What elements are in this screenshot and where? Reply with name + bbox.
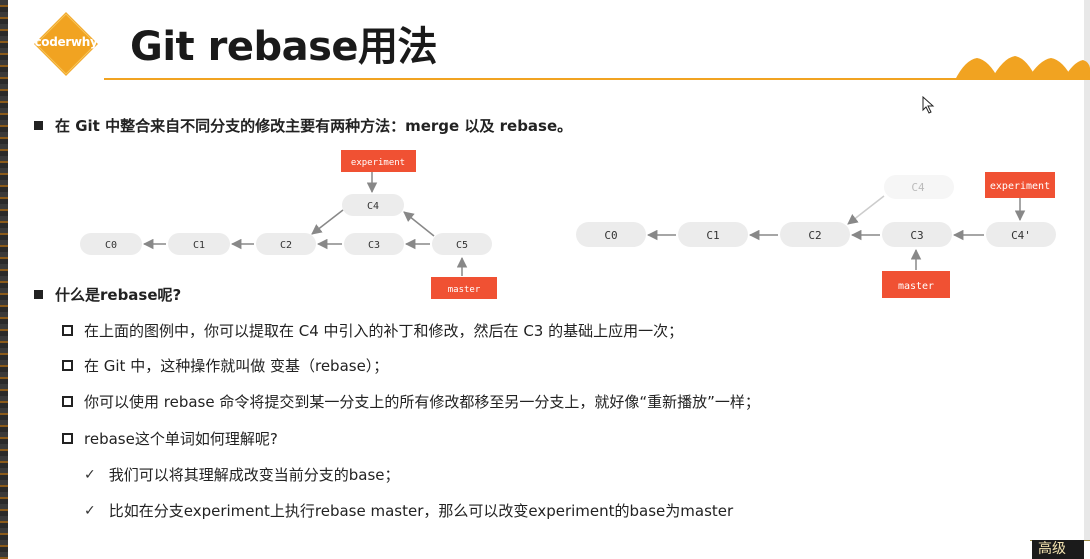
commit-c2 <box>256 233 316 255</box>
commit-c1 <box>678 222 748 247</box>
logo-text: coderwhy <box>34 35 98 49</box>
commit-label: C4' <box>1011 229 1031 242</box>
hollow-square-icon <box>62 360 73 371</box>
branch-label-text: master <box>898 281 934 292</box>
commit-label: C1 <box>193 240 205 251</box>
sub-bullet-text: 在上面的图例中，你可以提取在 C4 中引入的补丁和修改，然后在 C3 的基础上应… <box>84 322 684 340</box>
branch-label-text: experiment <box>351 158 405 168</box>
commit-c4 <box>342 194 404 216</box>
commit-label: C2 <box>808 229 821 242</box>
left-diagram: C0 C1 C2 C3 C4 C5 experiment master <box>80 150 497 299</box>
right-window-edge <box>1084 0 1090 540</box>
intro-text: 在 Git 中整合来自不同分支的修改主要有两种方法：merge 以及 rebas… <box>55 117 573 135</box>
commit-label: C1 <box>706 229 719 242</box>
branch-label-experiment <box>985 172 1055 198</box>
commit-label: C5 <box>456 240 468 251</box>
branch-label-master <box>431 277 497 299</box>
sub-bullet: 在上面的图例中，你可以提取在 C4 中引入的补丁和修改，然后在 C3 的基础上应… <box>62 320 683 341</box>
sub-bullet: 你可以使用 rebase 命令将提交到某一分支上的所有修改都移至另一分支上，就好… <box>62 391 760 412</box>
hollow-square-icon <box>62 325 73 336</box>
hollow-square-icon <box>62 396 73 407</box>
check-bullet-text: 我们可以将其理解成改变当前分支的base； <box>108 466 400 484</box>
corner-badge: 高级 <box>1032 540 1084 559</box>
commit-c3 <box>882 222 952 247</box>
sub-bullet: 在 Git 中，这种操作就叫做 变基（rebase）； <box>62 355 388 376</box>
commit-c1 <box>168 233 230 255</box>
commit-c4-prime <box>986 222 1056 247</box>
right-diagram: C0 C1 C2 C3 C4' C4 experiment master <box>576 172 1056 298</box>
what-is-rebase-bullet: 什么是rebase呢? <box>34 284 181 305</box>
commit-label: C0 <box>604 229 617 242</box>
commit-c5 <box>432 233 492 255</box>
check-bullet: ✓ 比如在分支experiment上执行rebase master，那么可以改变… <box>84 500 733 521</box>
sub-bullet: rebase这个单词如何理解呢? <box>62 428 278 449</box>
commit-label: C4 <box>367 201 379 212</box>
hollow-square-icon <box>62 433 73 444</box>
coderwhy-logo <box>30 8 102 80</box>
mountain-decoration <box>955 56 1090 80</box>
commit-label: C2 <box>280 240 292 251</box>
branch-label-experiment <box>341 150 416 172</box>
check-icon: ✓ <box>84 466 96 483</box>
commit-c0 <box>80 233 142 255</box>
check-bullet: ✓ 我们可以将其理解成改变当前分支的base； <box>84 464 400 485</box>
left-window-edge <box>0 0 8 559</box>
commit-c2 <box>780 222 850 247</box>
intro-bullet: 在 Git 中整合来自不同分支的修改主要有两种方法：merge 以及 rebas… <box>34 115 572 136</box>
title-underline <box>104 78 1084 80</box>
sub-bullet-text: 在 Git 中，这种操作就叫做 变基（rebase）； <box>84 357 389 375</box>
bullet-square <box>34 121 43 130</box>
commit-label: C3 <box>368 240 380 251</box>
sub-bullet-text: rebase这个单词如何理解呢? <box>84 430 278 448</box>
bullet-square <box>34 290 43 299</box>
check-bullet-text: 比如在分支experiment上执行rebase master，那么可以改变ex… <box>108 502 734 520</box>
ghost-commit-label: C4 <box>911 181 925 194</box>
commit-label: C0 <box>105 240 117 251</box>
branch-label-text: master <box>448 285 481 295</box>
commit-label: C3 <box>910 229 923 242</box>
sub-bullet-text: 你可以使用 rebase 命令将提交到某一分支上的所有修改都移至另一分支上，就好… <box>84 393 760 411</box>
ghost-commit-c4 <box>884 175 954 199</box>
commit-c3 <box>344 233 404 255</box>
mouse-cursor-icon <box>922 96 935 114</box>
branch-label-master <box>882 271 950 298</box>
branch-label-text: experiment <box>990 181 1050 192</box>
what-is-rebase-text: 什么是rebase呢? <box>55 286 182 304</box>
check-icon: ✓ <box>84 502 96 519</box>
commit-c0 <box>576 222 646 247</box>
page-title: Git rebase用法 <box>130 24 438 70</box>
